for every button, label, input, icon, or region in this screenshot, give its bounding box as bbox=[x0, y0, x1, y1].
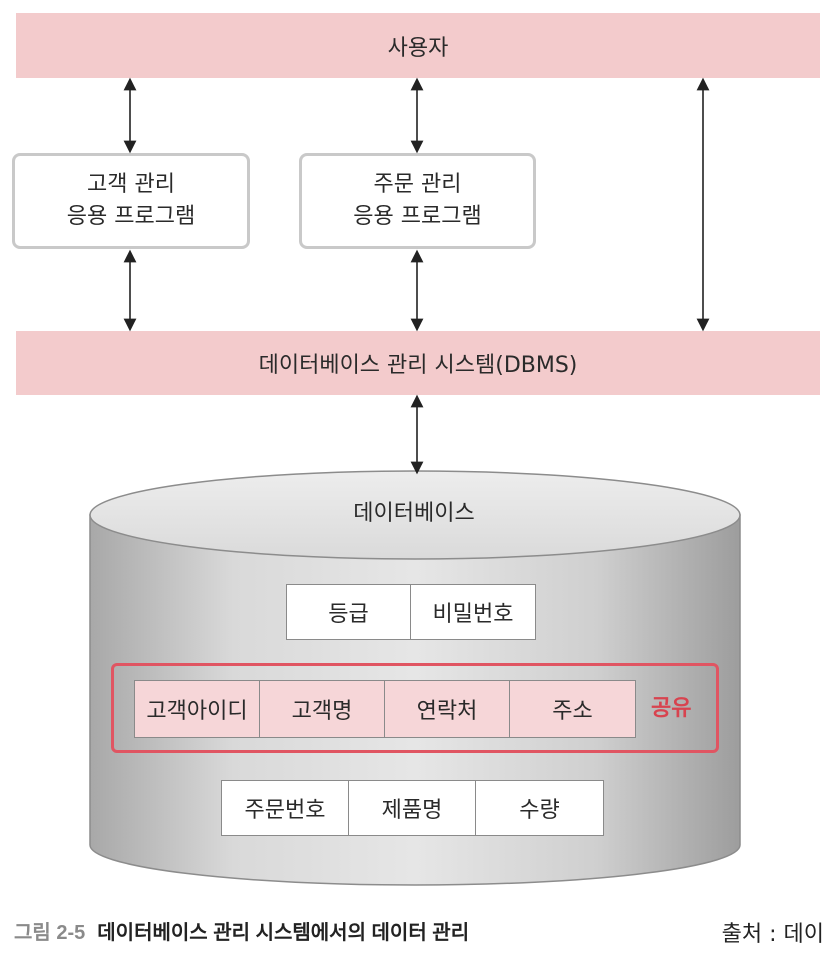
order-app-line1: 주문 관리 bbox=[373, 172, 462, 197]
shared-fields-row: 고객아이디 고객명 연락처 주소 bbox=[134, 680, 636, 738]
source-note: 출처 : 데이 bbox=[721, 922, 824, 947]
database-label: 데이터베이스 bbox=[353, 501, 475, 526]
field-cell: 제품명 bbox=[349, 781, 476, 835]
order-app-box: 주문 관리 응용 프로그램 bbox=[299, 153, 536, 249]
field-cell: 고객아이디 bbox=[135, 681, 260, 737]
field-cell: 고객명 bbox=[260, 681, 385, 737]
field-cell: 수량 bbox=[519, 798, 560, 823]
field-cell: 연락처 bbox=[385, 681, 510, 737]
figure-number: 그림 2-5 bbox=[14, 922, 86, 944]
order-app-line2: 응용 프로그램 bbox=[353, 204, 482, 229]
order-fields-row: 주문번호 제품명 수량 bbox=[221, 780, 604, 836]
field-cell: 주소 bbox=[510, 681, 635, 737]
customer-app-line2: 응용 프로그램 bbox=[66, 204, 196, 229]
customer-app-line1: 고객 관리 bbox=[87, 172, 175, 197]
user-bar-label: 사용자 bbox=[387, 35, 449, 61]
customer-app-box: 고객 관리 응용 프로그램 bbox=[12, 153, 250, 249]
figure-caption: 그림 2-5 데이터베이스 관리 시스템에서의 데이터 관리 bbox=[14, 916, 469, 945]
shared-label: 공유 bbox=[651, 696, 692, 721]
user-bar: 사용자 bbox=[16, 13, 820, 78]
dbms-bar-label: 데이터베이스 관리 시스템(DBMS) bbox=[258, 353, 578, 378]
shared-fields-frame bbox=[111, 663, 719, 753]
field-cell: 주문번호 bbox=[222, 781, 349, 835]
grade-password-row: 등급 비밀번호 bbox=[286, 584, 536, 640]
figure-title: 데이터베이스 관리 시스템에서의 데이터 관리 bbox=[97, 922, 470, 944]
field-cell: 비밀번호 bbox=[432, 602, 514, 627]
field-cell: 등급 bbox=[287, 585, 411, 639]
dbms-bar: 데이터베이스 관리 시스템(DBMS) bbox=[16, 331, 820, 395]
